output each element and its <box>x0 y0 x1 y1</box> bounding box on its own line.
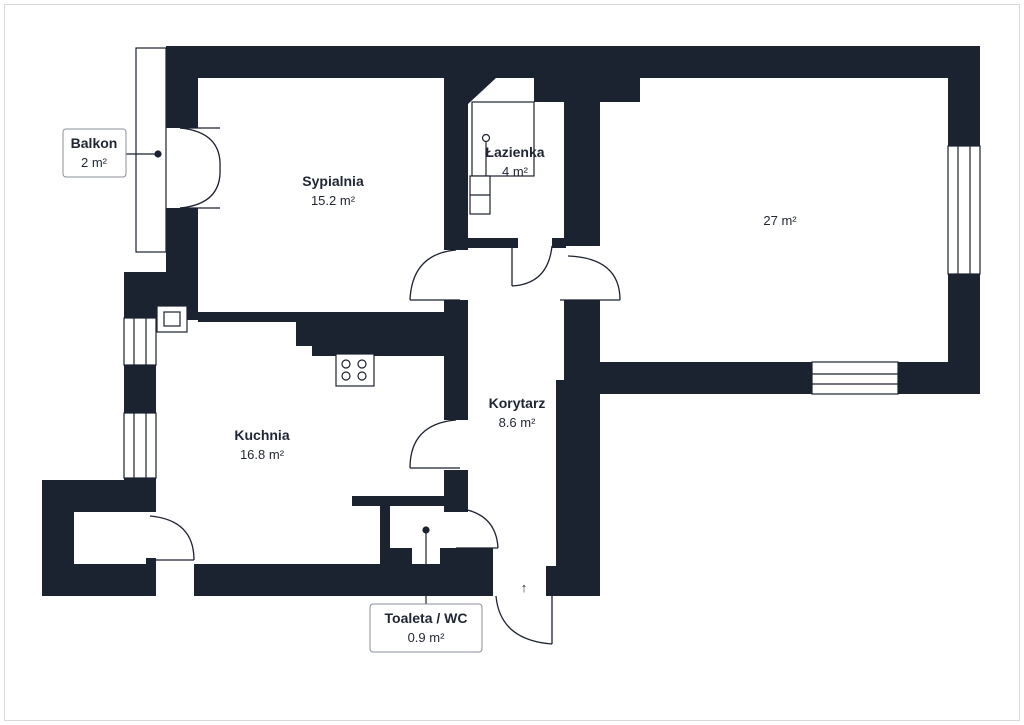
balkon-area: 2 m² <box>81 155 108 170</box>
stove-icon <box>335 353 375 387</box>
room-area-kuchnia: 16.8 m² <box>240 447 285 462</box>
page-frame <box>4 4 1020 721</box>
balkon-callout-box <box>62 128 127 178</box>
balcony-outline <box>135 47 167 253</box>
room-area-lazienka: 4 m² <box>502 164 529 179</box>
room-area-salon: 27 m² <box>763 213 797 228</box>
toaleta-name: Toaleta / WC <box>385 610 468 626</box>
room-name-kuchnia: Kuchnia <box>234 427 289 443</box>
walls <box>42 46 980 596</box>
room-area-sypialnia: 15.2 m² <box>311 193 356 208</box>
fixtures <box>156 101 535 387</box>
entrance-arrow-icon: ↑ <box>521 580 528 595</box>
toaleta-callout-box <box>369 603 483 653</box>
windows <box>123 145 981 479</box>
balkon-name: Balkon <box>71 135 118 151</box>
room-name-korytarz: Korytarz <box>489 395 546 411</box>
doors <box>149 127 621 645</box>
room-name-lazienka: Łazienka <box>485 144 544 160</box>
room-area-korytarz: 8.6 m² <box>499 415 537 430</box>
callout-lines <box>126 133 491 604</box>
room-name-sypialnia: Sypialnia <box>302 173 364 189</box>
toaleta-area: 0.9 m² <box>408 630 446 645</box>
